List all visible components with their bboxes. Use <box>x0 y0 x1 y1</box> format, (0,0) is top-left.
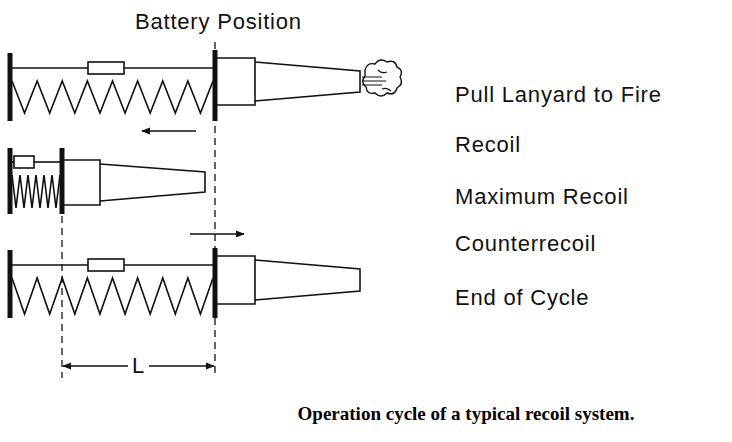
recoil-spring <box>12 175 60 208</box>
buffer-cylinder <box>88 259 124 271</box>
gun-barrel <box>100 164 205 201</box>
dimension-label: L <box>128 355 149 377</box>
gun-barrel <box>255 62 360 101</box>
max-recoil-reference-line <box>61 216 62 378</box>
battery-reference-line <box>214 42 215 378</box>
gun-barrel <box>255 260 360 300</box>
figure-caption: Operation cycle of a typical recoil syst… <box>298 404 635 423</box>
phase-label: Recoil <box>455 134 521 156</box>
recoil-spring <box>12 81 213 113</box>
muzzle-smoke <box>363 60 402 96</box>
counterrecoil-arrow <box>190 233 244 235</box>
phase-label: Pull Lanyard to Fire <box>455 84 662 106</box>
phase-label: Maximum Recoil <box>455 186 629 208</box>
buffer-cylinder <box>14 156 34 168</box>
recoil-spring <box>12 278 213 314</box>
breech <box>215 58 255 105</box>
recoil-arrow <box>142 130 196 132</box>
piston-rod <box>124 67 215 69</box>
muzzle-blast <box>362 70 391 91</box>
piston-rod <box>34 161 62 163</box>
breech <box>215 256 255 304</box>
recoil-yoke <box>60 148 65 214</box>
piston-rod <box>124 264 215 266</box>
phase-label: End of Cycle <box>455 287 589 309</box>
position-heading: Battery Position <box>135 11 302 33</box>
buffer-cylinder <box>88 62 124 74</box>
piston-rod <box>10 264 88 266</box>
mount-wall <box>8 53 13 121</box>
mount-wall <box>8 250 13 318</box>
breech <box>62 160 100 205</box>
piston-rod <box>10 67 88 69</box>
phase-label: Counterrecoil <box>455 233 596 255</box>
mount-wall <box>8 148 13 214</box>
